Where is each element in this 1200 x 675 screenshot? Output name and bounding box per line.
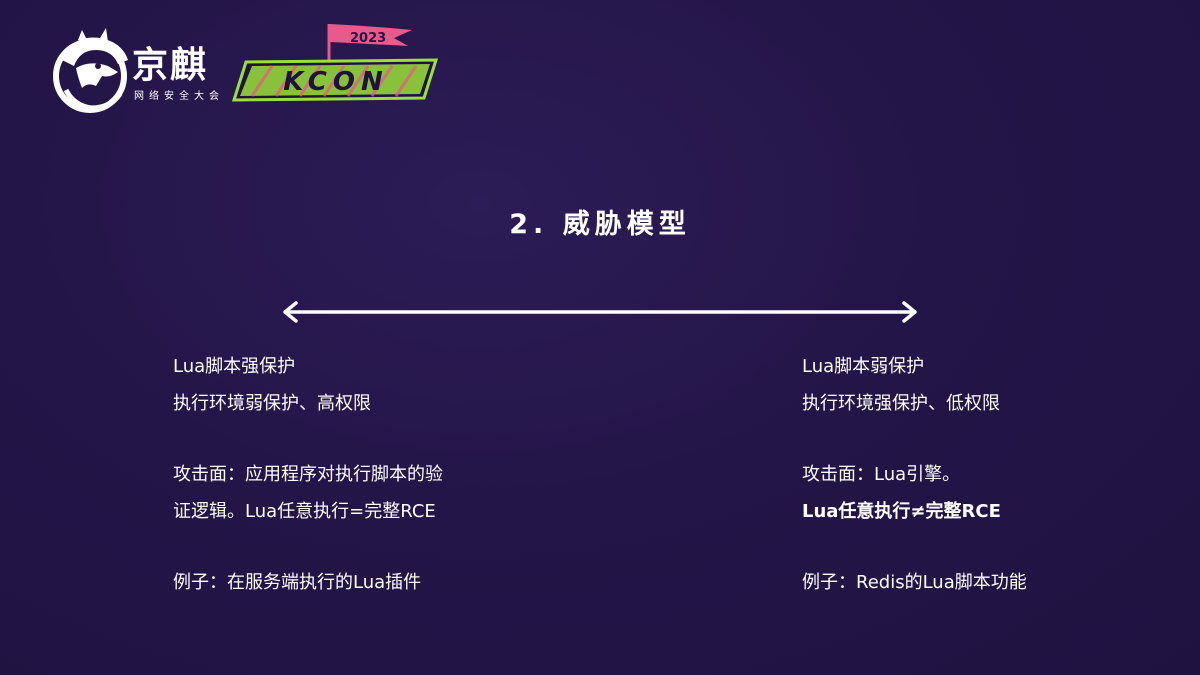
right-environment: 执行环境强保护、低权限 [802, 393, 1000, 414]
spacer [802, 536, 1182, 570]
spacer [802, 428, 1182, 462]
left-attack-surface-1: 攻击面：应用程序对执行脚本的验 [173, 464, 443, 485]
brand-name: 京麒 [132, 45, 209, 86]
kcon-year: 2023 [350, 31, 386, 46]
kcon-text: KCON [283, 67, 388, 97]
left-protection-level: Lua脚本强保护 [173, 356, 296, 377]
left-attack-surface-2: 证逻辑。Lua任意执行=完整RCE [173, 501, 436, 522]
logo-area: 京麒 网络安全大会 2023 KCON [52, 20, 452, 120]
left-column: Lua脚本强保护 执行环境弱保护、高权限 攻击面：应用程序对执行脚本的验 证逻辑… [173, 354, 553, 607]
left-example: 例子：在服务端执行的Lua插件 [173, 572, 422, 593]
right-attack-surface: 攻击面：Lua引擎。 [802, 464, 961, 485]
spacer [173, 428, 553, 462]
slide-title: 2. 威胁模型 [509, 209, 691, 240]
spacer [173, 536, 553, 570]
dragon-logo-icon [53, 28, 128, 113]
right-column: Lua脚本弱保护 执行环境强保护、低权限 攻击面：Lua引擎。 Lua任意执行≠… [802, 354, 1182, 607]
double-arrow-icon [283, 301, 917, 323]
right-example: 例子：Redis的Lua脚本功能 [802, 572, 1027, 593]
brand-subtitle: 网络安全大会 [134, 91, 224, 102]
kcon-logo-icon: 2023 KCON [232, 24, 439, 102]
right-protection-level: Lua脚本弱保护 [802, 356, 925, 377]
left-environment: 执行环境弱保护、高权限 [173, 393, 371, 414]
right-rce-note: Lua任意执行≠完整RCE [802, 501, 1001, 522]
